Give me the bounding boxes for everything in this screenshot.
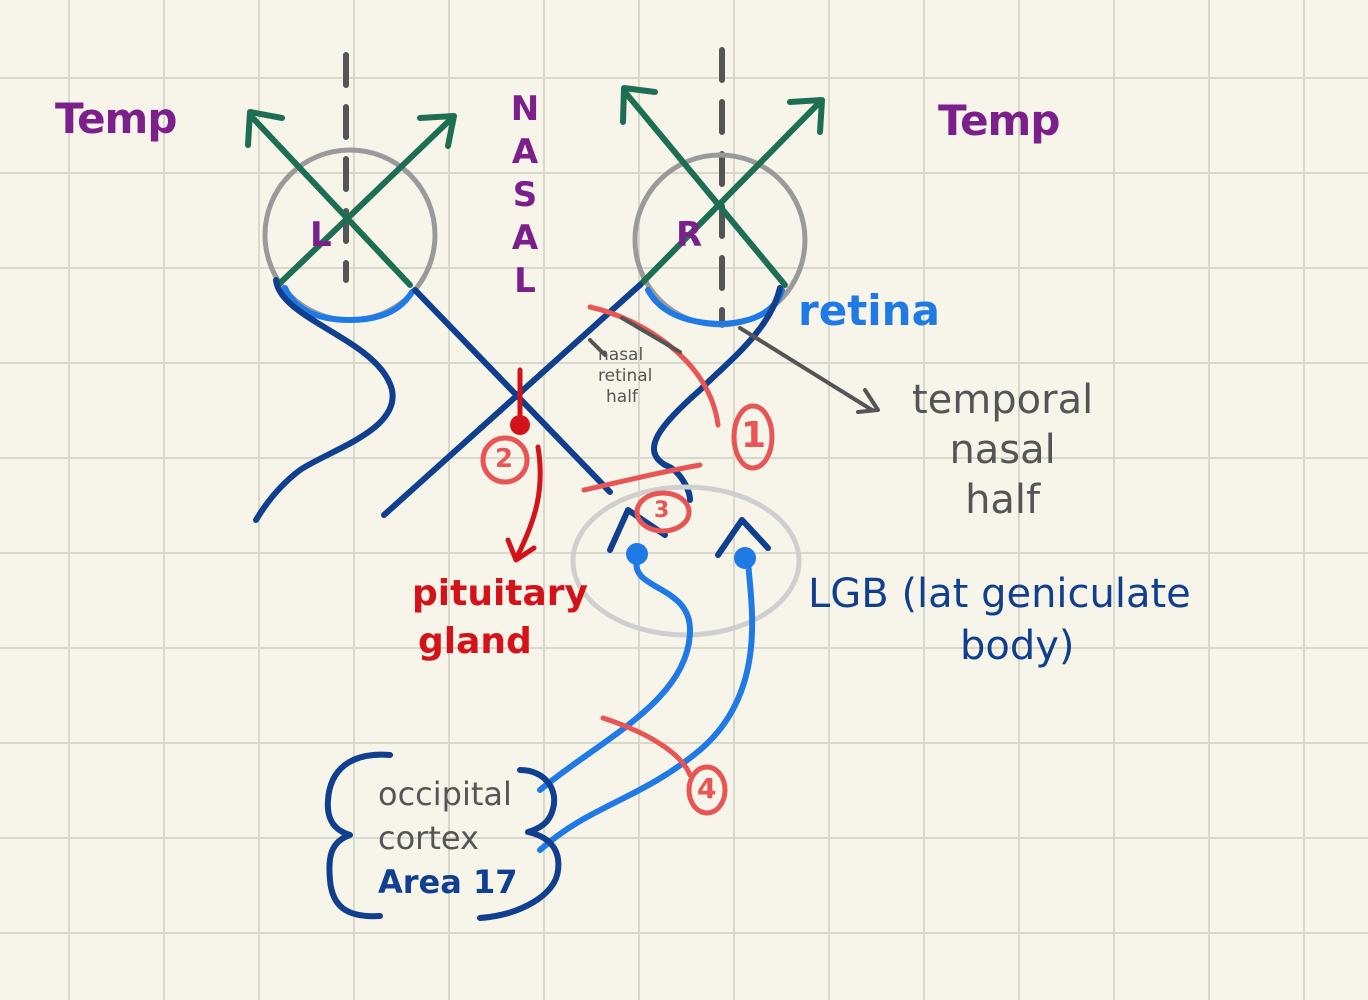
temp-left-label: Temp [55, 94, 177, 143]
nasal-vertical-label: N A S A L [510, 88, 540, 303]
lgb-line: body) [960, 623, 1075, 669]
marker-4-circle [686, 764, 728, 816]
marker-2-circle [480, 435, 530, 485]
occipital-cortex-line: Area 17 [378, 863, 518, 901]
nasal-retinal-half-label: nasal retinal half [598, 345, 652, 408]
annotation-arrows [588, 316, 880, 414]
occipital-cortex-line: cortex [378, 819, 479, 857]
nasal-letter: A [511, 218, 539, 258]
lgb-circle [570, 484, 802, 638]
retina-label: retina [798, 286, 940, 335]
occipital-cortex-label: occipital cortex Area 17 [378, 772, 518, 904]
right-eye-label: R [676, 215, 703, 255]
occipital-cortex-line: occipital [378, 775, 512, 813]
left-eye-arrows [245, 109, 457, 288]
nasal-retinal-half-line: nasal [598, 345, 644, 365]
nasal-retinal-half-line: half [606, 387, 638, 407]
marker-3-circle [634, 490, 692, 534]
optic-radiations [537, 557, 756, 853]
pituitary-gland-line: gland [418, 621, 532, 662]
marker-1-circle [731, 403, 775, 471]
right-eye-arrows [620, 85, 825, 288]
nasal-letter: L [514, 261, 536, 301]
pituitary-gland-line: pituitary [412, 573, 589, 614]
occipital-brace [324, 751, 562, 921]
nasal-letter: N [510, 89, 540, 129]
nasal-retinal-half-line: retinal [598, 366, 653, 386]
lgb-line: LGB (lat geniculate [808, 571, 1191, 617]
left-retina-arc [282, 285, 415, 324]
nasal-letter: S [512, 175, 538, 215]
pituitary-arrowhead [505, 537, 537, 563]
temporal-nasal-half-line: half [965, 477, 1041, 523]
temporal-nasal-half-line: temporal [912, 377, 1094, 423]
temp-right-label: Temp [938, 96, 1060, 145]
lgb-label: LGB (lat geniculate body) [808, 568, 1191, 672]
lgb-node-right [734, 547, 756, 569]
left-eye-label: L [310, 215, 332, 255]
marker-3-label: 3 [654, 498, 670, 523]
temporal-nasal-half-label: temporal nasal half [912, 375, 1093, 525]
pituitary-gland-label: pituitary gland [412, 570, 588, 666]
pituitary-arrow [515, 444, 543, 558]
optic-chiasm-dot [510, 415, 530, 435]
marker-4-label: 4 [697, 772, 717, 805]
nasal-letter: A [511, 132, 539, 172]
temporal-nasal-half-line: nasal [949, 427, 1056, 473]
lgb-node-left [626, 543, 648, 565]
marker-1-label: 1 [741, 415, 767, 456]
marker-2-label: 2 [495, 444, 514, 474]
